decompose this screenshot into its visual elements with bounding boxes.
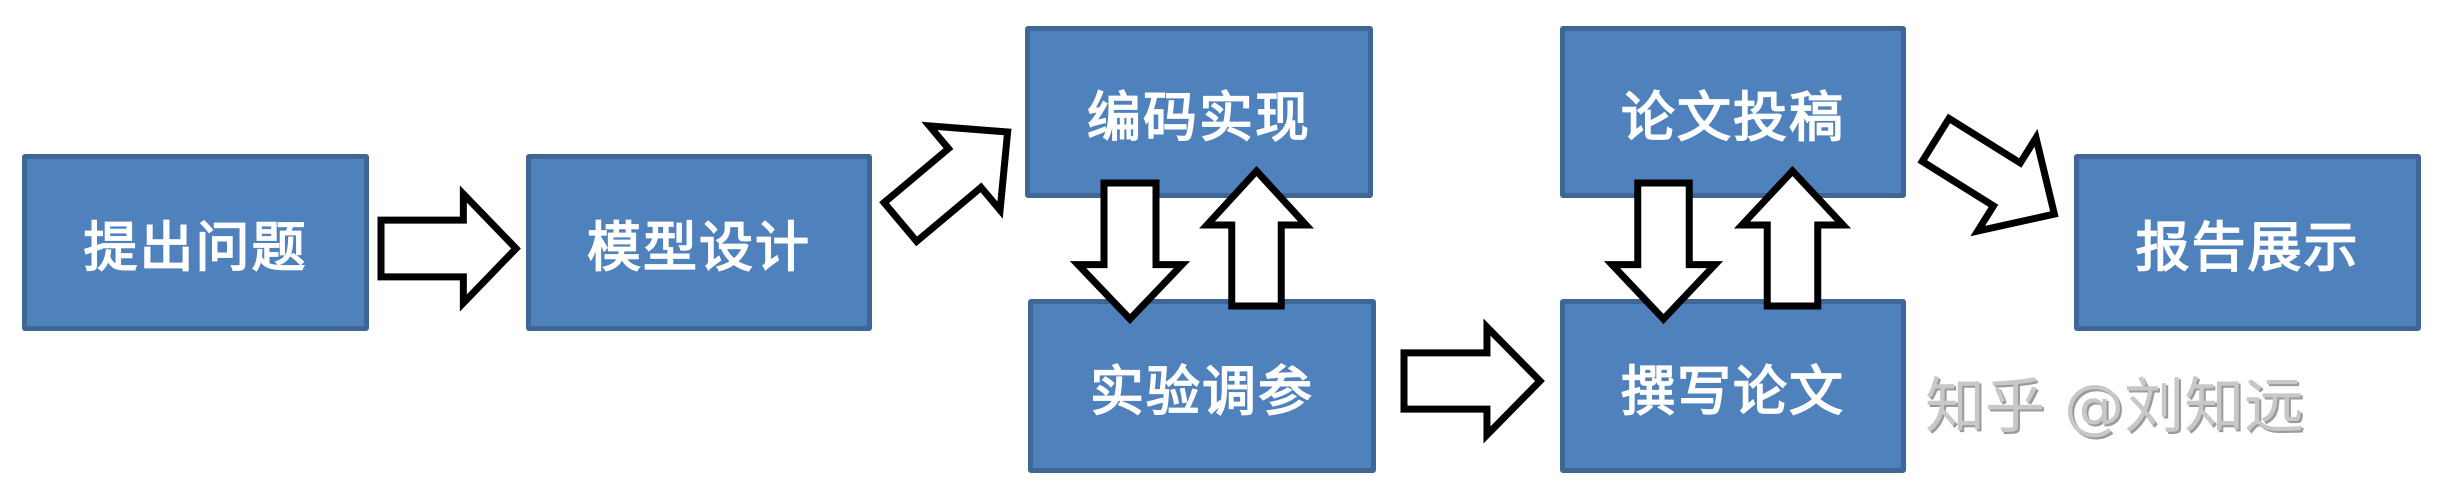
arrow-diagonal-up-icon xyxy=(865,90,1043,264)
arrow-down-icon xyxy=(1078,183,1182,319)
node-paper-writing: 撰写论文 xyxy=(1560,299,1906,473)
arrow-right-icon xyxy=(1404,327,1540,435)
node-model-design: 模型设计 xyxy=(526,154,872,331)
node-experiment-tuning: 实验调参 xyxy=(1028,299,1376,473)
node-paper-submission: 论文投稿 xyxy=(1560,26,1906,198)
node-propose-problem: 提出问题 xyxy=(22,154,369,331)
node-code-implementation: 编码实现 xyxy=(1025,26,1373,198)
watermark: 知乎 @刘知远 xyxy=(1925,372,2305,442)
arrow-up-icon xyxy=(1207,171,1306,306)
arrow-right-icon xyxy=(381,194,516,303)
arrow-down-icon xyxy=(1612,183,1715,319)
arrow-diagonal-down-icon xyxy=(1906,93,2083,260)
node-report-presentation: 报告展示 xyxy=(2074,154,2421,331)
arrow-up-icon xyxy=(1742,171,1843,306)
